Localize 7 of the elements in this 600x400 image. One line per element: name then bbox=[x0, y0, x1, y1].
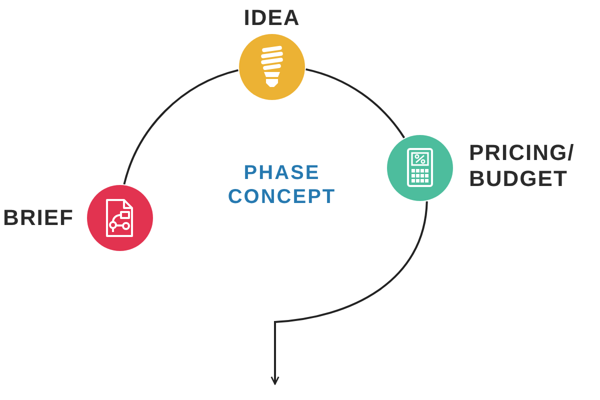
step-label: IDEA bbox=[242, 5, 302, 31]
arrow bbox=[270, 201, 428, 385]
step-label: PRICING/ BUDGET bbox=[469, 140, 576, 192]
connector-line bbox=[123, 69, 238, 185]
phase-heading: PHASE CONCEPT bbox=[226, 161, 338, 209]
connector-line bbox=[306, 68, 406, 138]
step-label: BRIEF bbox=[3, 205, 75, 231]
